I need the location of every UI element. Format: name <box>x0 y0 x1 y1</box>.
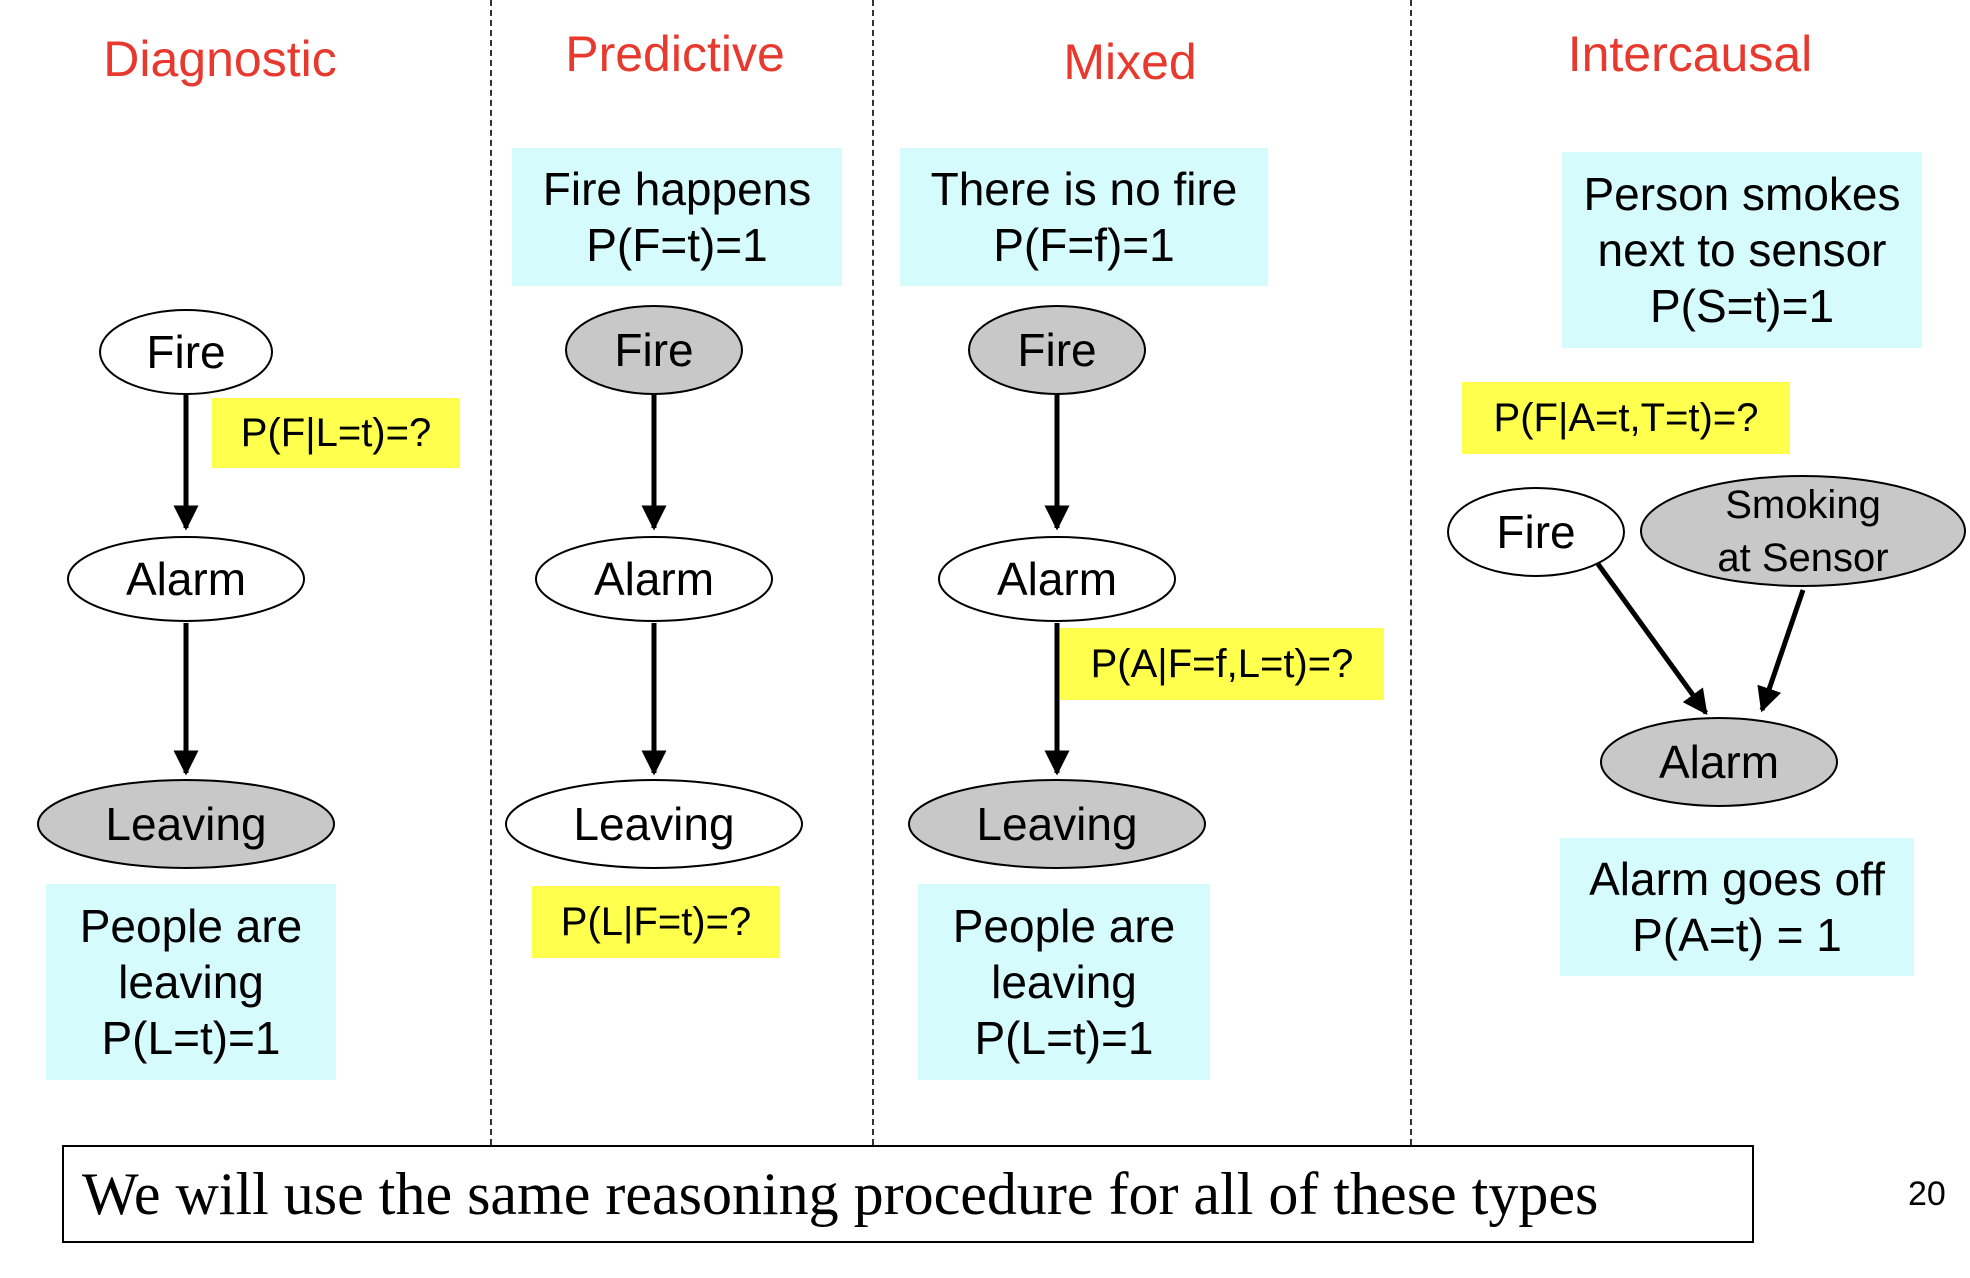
footer-statement: We will use the same reasoning procedure… <box>62 1145 1754 1243</box>
title-intercausal: Intercausal <box>1567 26 1813 82</box>
evidence-line: Alarm goes off <box>1589 853 1885 905</box>
node-alarm-label: Alarm <box>1659 736 1779 788</box>
evidence-diagnostic: People are leaving P(L=t)=1 <box>46 884 336 1080</box>
evidence-predictive: Fire happens P(F=t)=1 <box>512 148 842 286</box>
footer-text: We will use the same reasoning procedure… <box>82 1160 1599 1227</box>
query-diagnostic: P(F|L=t)=? <box>212 398 460 468</box>
node-alarm <box>938 536 1176 622</box>
evidence-line: People are <box>952 900 1176 952</box>
query-mixed: P(A|F=f,L=t)=? <box>1060 628 1384 700</box>
node-fire-label: Fire <box>614 324 693 376</box>
node-alarm-label: Alarm <box>997 553 1117 605</box>
arrow-fire-to-alarm <box>1595 562 1709 716</box>
evidence-line: People are <box>79 900 303 952</box>
evidence-intercausal-top: Person smokes next to sensor P(S=t)=1 <box>1562 152 1922 348</box>
node-alarm <box>67 536 305 622</box>
node-alarm-label: Alarm <box>126 553 246 605</box>
node-fire <box>1447 487 1625 577</box>
node-fire <box>565 305 743 395</box>
node-fire-label: Fire <box>1496 506 1575 558</box>
evidence-mixed-top: There is no fire P(F=f)=1 <box>900 148 1268 286</box>
evidence-line: next to sensor <box>1597 224 1887 276</box>
evidence-intercausal-bottom: Alarm goes off P(A=t) = 1 <box>1560 838 1914 976</box>
title-mixed: Mixed <box>1063 34 1197 90</box>
node-smoking-label-line2: at Sensor <box>1717 536 1888 580</box>
evidence-line: There is no fire <box>930 163 1238 215</box>
divider-2 <box>872 0 874 1145</box>
title-diagnostic: Diagnostic <box>103 31 337 87</box>
evidence-line: P(F=t)=1 <box>586 219 768 271</box>
node-alarm <box>1600 717 1838 807</box>
arrow-smoking-to-alarm <box>1757 589 1806 713</box>
node-fire <box>968 305 1146 395</box>
node-fire-label: Fire <box>146 326 225 378</box>
query-intercausal: P(F|A=t,T=t)=? <box>1462 382 1790 454</box>
evidence-line: leaving <box>118 956 264 1008</box>
evidence-line: leaving <box>991 956 1137 1008</box>
node-leaving <box>37 779 335 869</box>
node-leaving-label: Leaving <box>976 798 1137 850</box>
evidence-line: P(L=t)=1 <box>101 1012 281 1064</box>
query-predictive: P(L|F=t)=? <box>532 886 780 958</box>
evidence-mixed-bottom: People are leaving P(L=t)=1 <box>918 884 1210 1080</box>
node-alarm-label: Alarm <box>594 553 714 605</box>
evidence-line: P(S=t)=1 <box>1649 280 1835 332</box>
node-fire-label: Fire <box>1017 324 1096 376</box>
node-leaving <box>505 779 803 869</box>
title-predictive: Predictive <box>565 26 785 82</box>
node-leaving-label: Leaving <box>573 798 734 850</box>
node-smoking-at-sensor <box>1640 475 1966 587</box>
node-leaving <box>908 779 1206 869</box>
divider-1 <box>490 0 492 1145</box>
node-leaving-label: Leaving <box>105 798 266 850</box>
node-smoking-label-line1: Smoking <box>1725 483 1881 527</box>
evidence-line: P(L=t)=1 <box>974 1012 1154 1064</box>
evidence-line: P(A=t) = 1 <box>1632 909 1842 961</box>
evidence-line: Fire happens <box>542 163 812 215</box>
divider-3 <box>1410 0 1412 1145</box>
page-number: 20 <box>1908 1175 1946 1213</box>
evidence-line: P(F=f)=1 <box>993 219 1175 271</box>
node-fire <box>99 309 273 395</box>
evidence-line: Person smokes <box>1583 168 1901 220</box>
node-alarm <box>535 536 773 622</box>
